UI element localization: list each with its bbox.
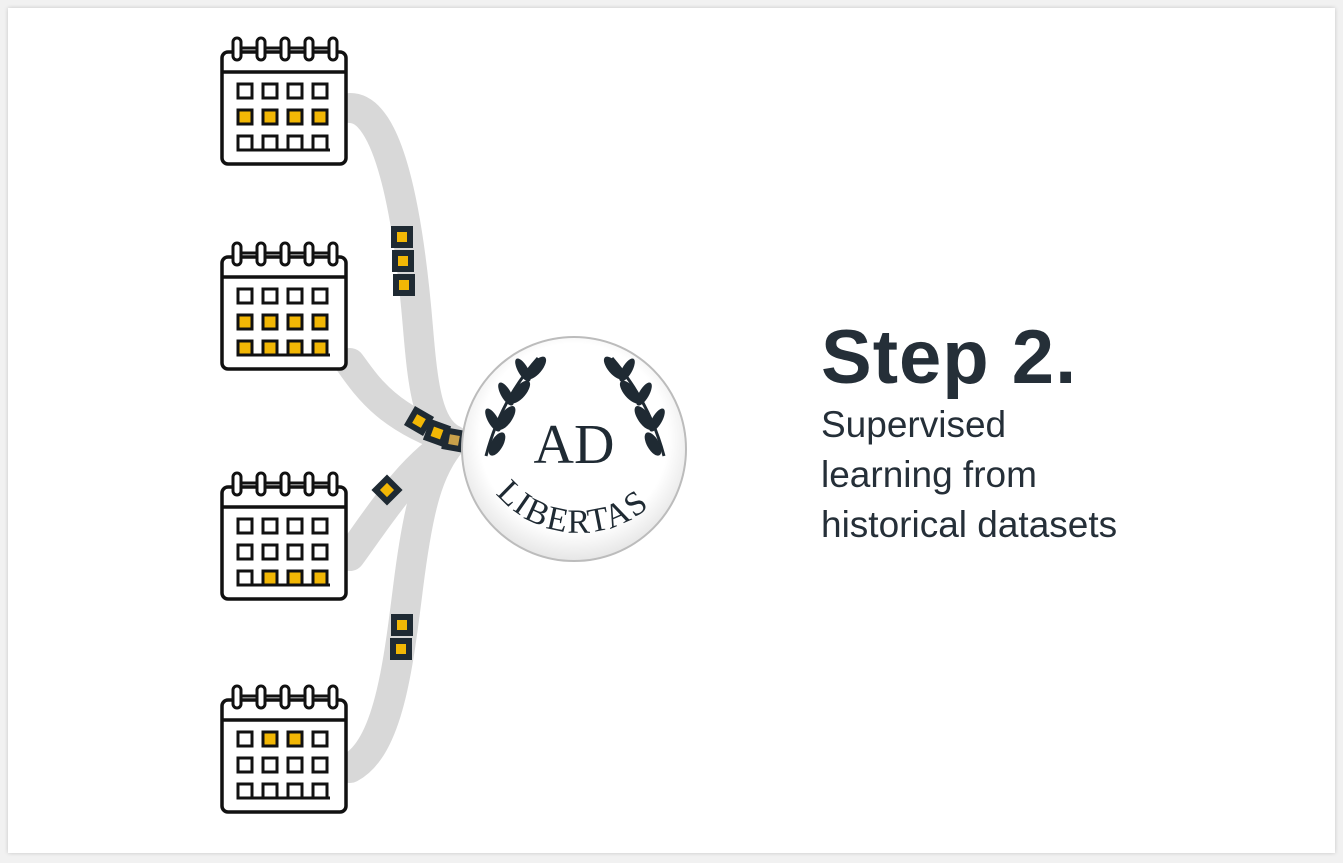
calendar-day-highlighted [286,730,304,748]
calendar-day-highlighted [261,569,279,587]
data-chip-icon [390,638,412,660]
calendar-day [236,756,254,774]
calendar-day [236,517,254,535]
data-chip-icon [393,274,415,296]
calendar-day [311,543,329,561]
calendar-day [286,543,304,561]
calendar-icon [220,36,348,166]
calendar-day [261,287,279,305]
step-text-block: Step 2. Supervised learning from histori… [821,316,1241,550]
data-chip-icon [403,405,435,437]
calendar-day [286,82,304,100]
calendar-day [311,287,329,305]
calendar-day [236,82,254,100]
logo-monogram: AD [534,414,615,476]
stream-calendar-4 [335,425,468,783]
calendar-day [311,517,329,535]
calendar-day-highlighted [286,569,304,587]
calendar-day-highlighted [286,108,304,126]
data-chip-icon [391,226,413,248]
calendar-day-highlighted [236,313,254,331]
data-chip-icon [371,474,403,506]
data-chips [371,226,467,660]
calendar-day [236,569,254,587]
calendar-day [261,543,279,561]
calendar-day [261,756,279,774]
calendar-day [311,756,329,774]
stream-calendar-1 [335,93,468,455]
calendar-day-highlighted [311,339,329,357]
calendar-icon [220,684,348,814]
calendar-day-highlighted [286,339,304,357]
calendar-day [236,287,254,305]
data-chip-icon [391,614,413,636]
calendar-icon [220,241,348,371]
ad-libertas-logo: AD LIBERTAS [461,336,687,562]
calendar-day [261,782,279,800]
calendar-day-highlighted [236,339,254,357]
calendar-day [286,134,304,152]
calendar-day [311,134,329,152]
calendar-day [236,543,254,561]
calendar-day-highlighted [261,730,279,748]
calendar-day-highlighted [261,108,279,126]
laurel-wreath-icon [484,356,547,457]
calendar-day [236,730,254,748]
calendar-day [286,287,304,305]
data-flow-diagram: AD LIBERTAS [220,36,687,814]
calendar-day [286,517,304,535]
calendar-day-highlighted [311,108,329,126]
calendar-day-highlighted [236,108,254,126]
calendar-day [311,730,329,748]
step-title: Step 2. [821,315,1078,400]
calendar-day [311,782,329,800]
calendar-day [311,82,329,100]
calendar-column [220,36,348,814]
slide-frame: AD LIBERTAS Step 2. Supervised learning … [8,8,1335,853]
calendar-day [286,782,304,800]
data-chip-icon [441,427,467,453]
data-chip-icon [392,250,414,272]
calendar-day-highlighted [261,339,279,357]
calendar-day [261,517,279,535]
calendar-day-highlighted [311,313,329,331]
calendar-day [236,782,254,800]
calendar-day [261,82,279,100]
step-description: Supervised learning from historical data… [821,404,1118,545]
calendar-day [236,134,254,152]
calendar-day [286,756,304,774]
calendar-icon [220,471,348,601]
calendar-day-highlighted [311,569,329,587]
laurel-wreath-icon [603,356,666,457]
calendar-day-highlighted [286,313,304,331]
calendar-day [261,134,279,152]
calendar-day-highlighted [261,313,279,331]
